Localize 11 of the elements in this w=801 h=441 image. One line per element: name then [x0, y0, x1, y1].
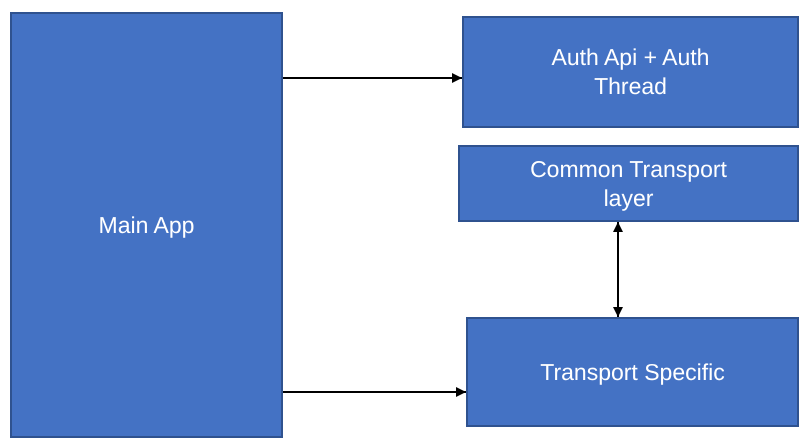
arrow [283, 387, 466, 397]
process-box [462, 16, 799, 128]
node-label: Auth Api + Auth Thread [552, 44, 710, 99]
process-box [466, 317, 799, 427]
node-label: Common Transport layer [530, 156, 727, 210]
node-label: Transport Specific [540, 358, 725, 385]
arrow [283, 73, 462, 83]
layer-box [458, 145, 799, 222]
app-box [10, 12, 283, 438]
arrow [613, 222, 623, 317]
node-label: Main App [98, 212, 194, 238]
